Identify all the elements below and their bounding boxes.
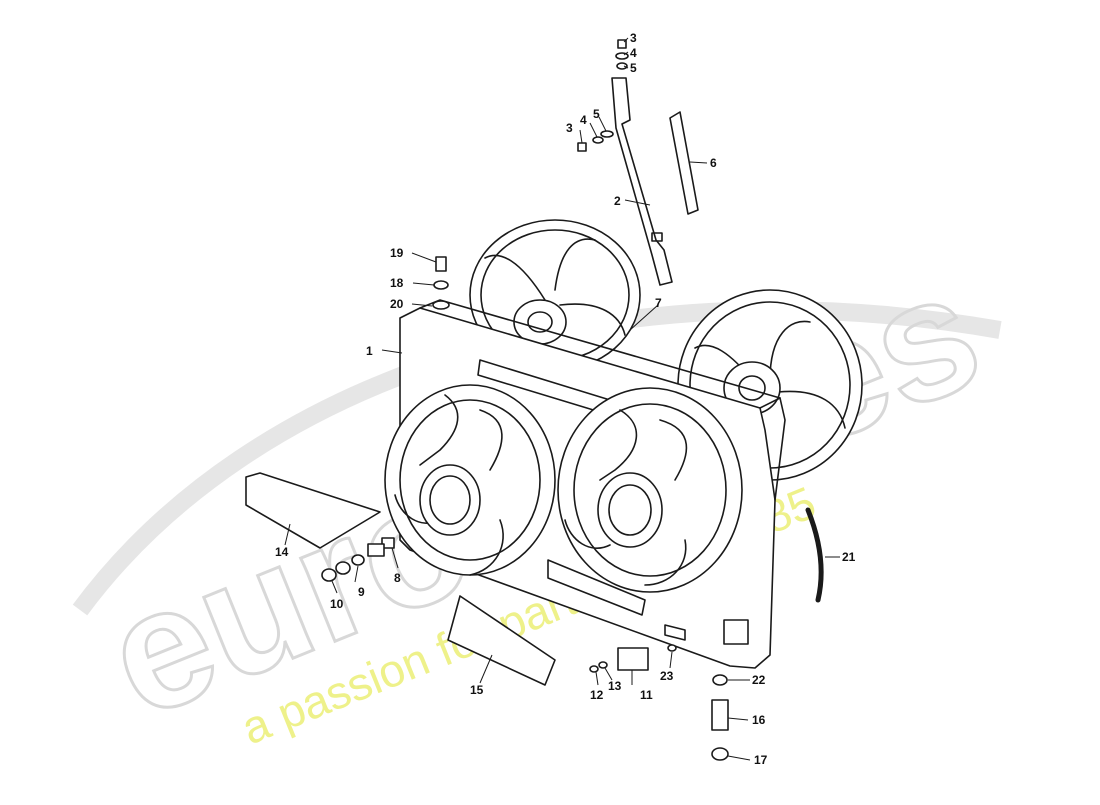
callout-3-top: 3: [630, 31, 637, 45]
callout-4-mid: 4: [580, 113, 587, 127]
callout-5-top: 5: [630, 61, 637, 75]
callout-5-mid: 5: [593, 107, 600, 121]
callout-16: 16: [752, 713, 766, 727]
deflector-bottom: [447, 595, 556, 686]
callout-22: 22: [752, 673, 766, 687]
seal-strip: [669, 111, 699, 215]
leader-lines: [284, 37, 840, 761]
deflector-left: [245, 472, 381, 549]
callout-labels: 1 2 3 4 5 6 7 8 9 10 11 12 13 14 15 16 1…: [275, 31, 856, 767]
callout-12: 12: [590, 688, 604, 702]
callout-18: 18: [390, 276, 404, 290]
callout-8: 8: [394, 571, 401, 585]
callout-3-mid: 3: [566, 121, 573, 135]
callout-20: 20: [390, 297, 404, 311]
callout-17: 17: [754, 753, 768, 767]
callout-4-top: 4: [630, 46, 637, 60]
hose: [805, 507, 824, 603]
callout-1: 1: [366, 344, 373, 358]
callout-15: 15: [470, 683, 484, 697]
mounting-bracket: [611, 77, 673, 286]
callout-11: 11: [640, 688, 653, 702]
callout-9: 9: [358, 585, 365, 599]
callout-6: 6: [710, 156, 717, 170]
callout-10: 10: [330, 597, 344, 611]
callout-14: 14: [275, 545, 289, 559]
callout-21: 21: [842, 550, 856, 564]
hardware: [321, 39, 729, 761]
callout-2: 2: [614, 194, 621, 208]
callout-13: 13: [608, 679, 622, 693]
callout-23: 23: [660, 669, 674, 683]
fan-shroud: [384, 299, 786, 669]
callout-19: 19: [390, 246, 404, 260]
callout-7: 7: [655, 296, 662, 310]
